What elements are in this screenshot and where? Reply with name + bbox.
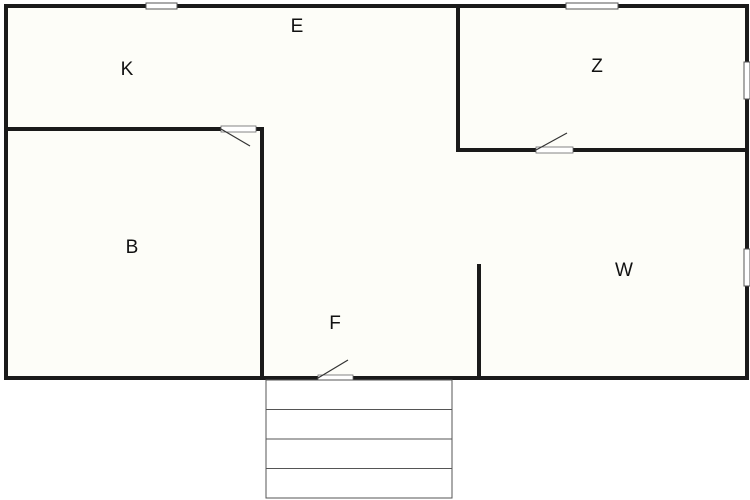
interior-walls: [4, 4, 749, 380]
door-z-opening: [535, 146, 574, 154]
entrance-door-leaf: [317, 359, 349, 379]
floor-area: [6, 6, 747, 378]
windows: [145, 2, 750, 287]
room-label-z: Z: [591, 56, 603, 77]
room-label-w: W: [615, 260, 633, 281]
room-label-k: K: [121, 59, 134, 80]
window-top-left: [145, 2, 178, 10]
room-label-e: E: [291, 16, 304, 37]
door-z: [535, 132, 574, 154]
room-label-f: F: [329, 313, 341, 334]
window-right-upper: [743, 61, 750, 100]
window-top-right: [565, 2, 619, 10]
room-label-b: B: [126, 237, 139, 258]
door-b-opening: [220, 125, 257, 133]
door-b: [220, 125, 257, 147]
door-b-leaf: [220, 128, 251, 147]
door-z-leaf: [535, 132, 568, 151]
exterior-stairs: [265, 379, 453, 499]
window-right-lower: [743, 248, 750, 287]
doors: [220, 125, 574, 382]
